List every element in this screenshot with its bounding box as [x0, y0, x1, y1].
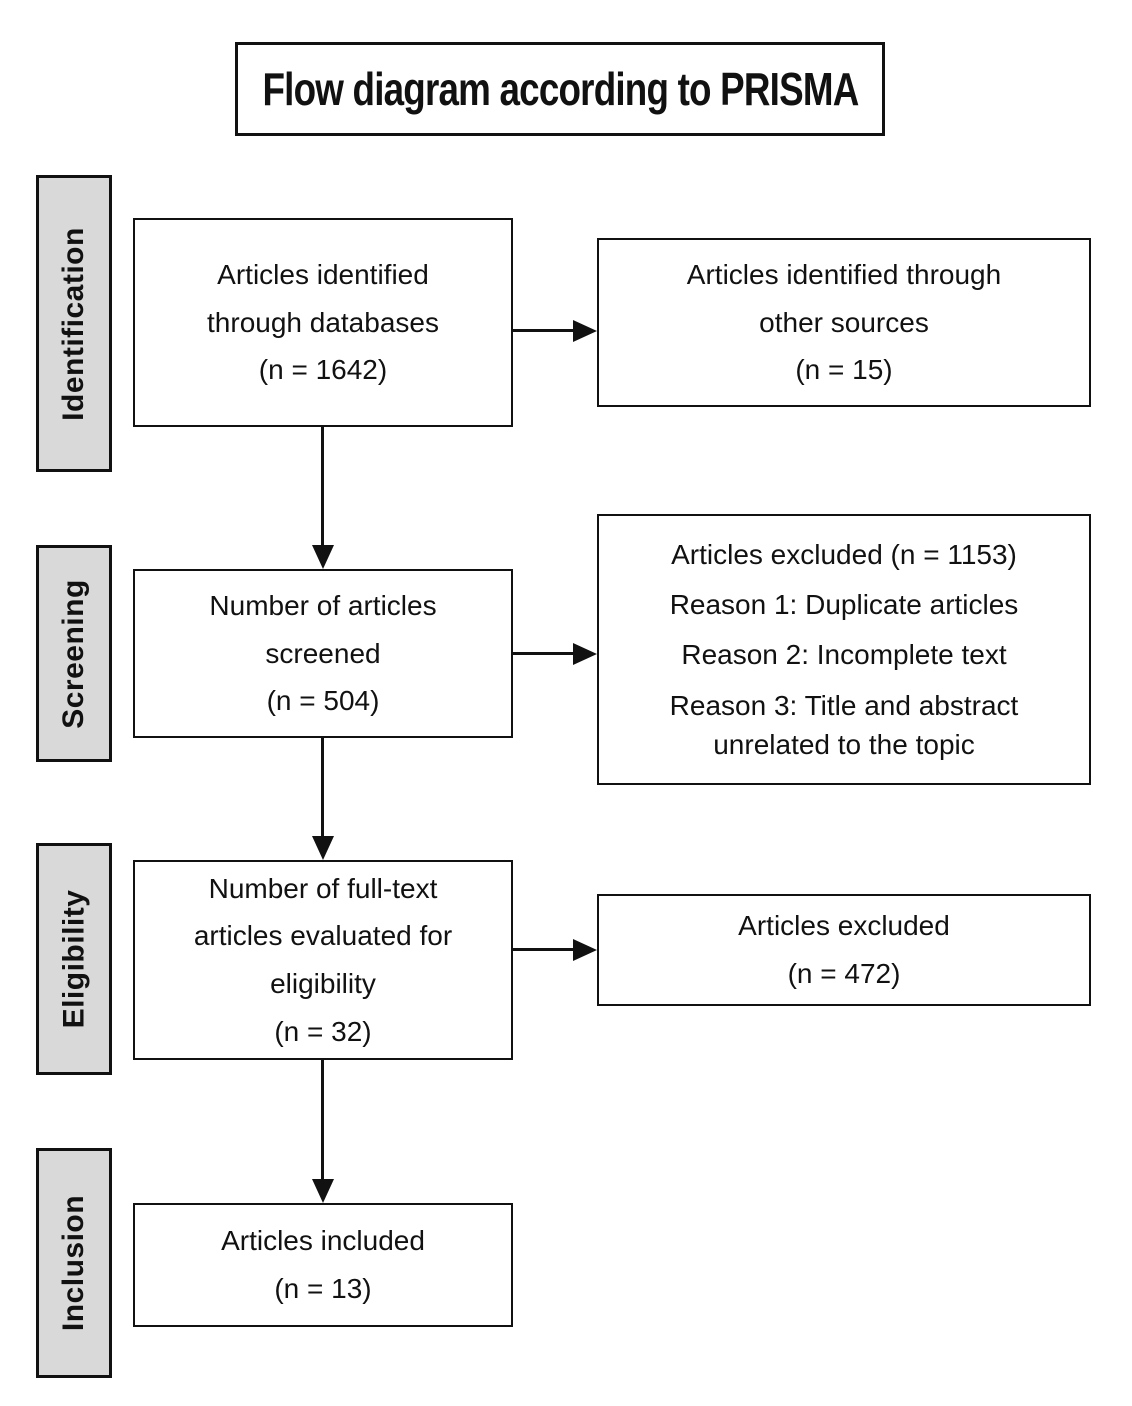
- arrow-line-identified-to-screened: [321, 427, 324, 545]
- excluded-screening-reason-3: Reason 3: Title and abstract unrelated t…: [669, 689, 1019, 760]
- stage-label-eligibility-text: Eligibility: [57, 889, 91, 1029]
- box-excluded-screening: Articles excluded (n = 1153) Reason 1: D…: [597, 514, 1091, 785]
- box-articles-included: Articles included (n = 13): [133, 1203, 513, 1327]
- box-excluded-eligibility: Articles excluded (n = 472): [597, 894, 1091, 1006]
- box-excluded-eligibility-text: Articles excluded (n = 472): [738, 910, 950, 989]
- arrow-line-screened-to-excluded: [513, 652, 573, 655]
- box-identified-databases: Articles identified through databases (n…: [133, 218, 513, 427]
- arrow-head-fulltext-to-excluded: [573, 939, 597, 961]
- arrow-head-identified-to-other-sources: [573, 320, 597, 342]
- box-other-sources: Articles identified through other source…: [597, 238, 1091, 407]
- arrow-head-screened-to-fulltext: [312, 836, 334, 860]
- stage-label-inclusion: Inclusion: [36, 1148, 112, 1378]
- box-articles-screened: Number of articles screened (n = 504): [133, 569, 513, 738]
- box-articles-included-text: Articles included (n = 13): [221, 1225, 425, 1304]
- box-excluded-screening-content: Articles excluded (n = 1153) Reason 1: D…: [670, 535, 1019, 764]
- page-title: Flow diagram according to PRISMA: [262, 63, 859, 115]
- arrow-line-screened-to-fulltext: [321, 738, 324, 836]
- arrow-line-fulltext-to-excluded: [513, 948, 573, 951]
- arrow-head-identified-to-screened: [312, 545, 334, 569]
- arrow-head-screened-to-excluded: [573, 643, 597, 665]
- arrow-line-fulltext-to-included: [321, 1060, 324, 1179]
- stage-label-eligibility: Eligibility: [36, 843, 112, 1075]
- stage-label-identification-text: Identification: [57, 226, 91, 421]
- box-identified-databases-text: Articles identified through databases (n…: [207, 259, 439, 386]
- stage-label-inclusion-text: Inclusion: [57, 1194, 90, 1332]
- stage-label-screening: Screening: [36, 545, 112, 762]
- title-box: Flow diagram according to PRISMA: [235, 42, 885, 136]
- excluded-screening-reason-2: Reason 2: Incomplete text: [681, 639, 1007, 671]
- box-articles-screened-text: Number of articles screened (n = 504): [209, 590, 437, 717]
- stage-label-screening-text: Screening: [57, 578, 90, 729]
- box-fulltext-eligibility-text: Number of full-text articles evaluated f…: [193, 872, 453, 1047]
- arrow-line-identified-to-other-sources: [513, 329, 573, 332]
- arrow-head-fulltext-to-included: [312, 1179, 334, 1203]
- stage-label-identification: Identification: [36, 175, 112, 472]
- box-fulltext-eligibility: Number of full-text articles evaluated f…: [133, 860, 513, 1060]
- box-other-sources-text: Articles identified through other source…: [686, 259, 1002, 386]
- excluded-screening-reason-1: Reason 1: Duplicate articles: [669, 589, 1019, 621]
- excluded-screening-heading: Articles excluded (n = 1153): [671, 539, 1017, 571]
